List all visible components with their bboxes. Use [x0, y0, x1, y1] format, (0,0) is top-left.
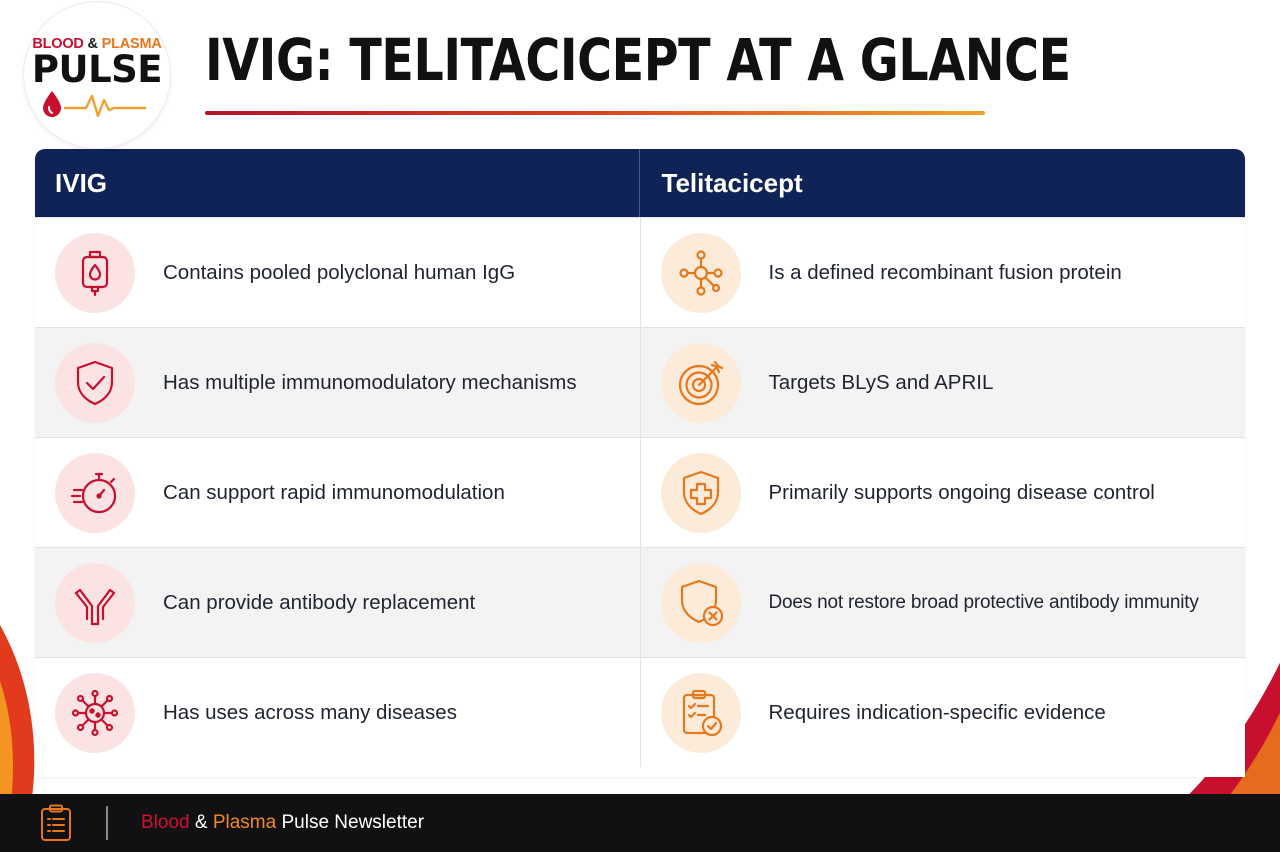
- page-title: IVIG: TELITACICEPT AT A GLANCE: [205, 26, 1071, 94]
- ivig-cell: Contains pooled polyclonal human IgG: [35, 218, 640, 327]
- telitacicept-cell: Is a defined recombinant fusion protein: [639, 218, 1246, 327]
- logo-word-blood: BLOOD: [32, 36, 84, 52]
- shield-plus-icon: [660, 452, 741, 533]
- table-header: IVIG Telitacicept: [35, 149, 1245, 217]
- ivig-cell: Can support rapid immunomodulation: [35, 438, 640, 547]
- telitacicept-cell: Does not restore broad protective antibo…: [639, 548, 1246, 657]
- telitacicept-row-4-text: Does not restore broad protective antibo…: [768, 591, 1199, 613]
- ivig-cell: Can provide antibody replacement: [35, 548, 640, 657]
- telitacicept-row-1-text: Is a defined recombinant fusion protein: [768, 260, 1122, 284]
- header-ivig: IVIG: [55, 167, 108, 198]
- left-swoosh-decoration: [0, 625, 35, 812]
- antibody-icon: [55, 562, 135, 643]
- target-icon: [660, 342, 741, 423]
- table-row: Can support rapid immunomodulation Prima…: [35, 437, 1245, 547]
- iv-bag-icon: [55, 232, 135, 313]
- logo-top-text: BLOOD & PLASMA: [24, 36, 170, 52]
- molecule-icon: [660, 232, 741, 313]
- ivig-row-2-text: Has multiple immunomodulatory mechanisms: [163, 370, 577, 394]
- footer-newsletter-name: Blood & Plasma Pulse Newsletter: [141, 812, 424, 834]
- table-row: Has uses across many diseases Requires i…: [35, 657, 1245, 767]
- footer-word-blood: Blood: [141, 812, 190, 833]
- telitacicept-row-3-text: Primarily supports ongoing disease contr…: [768, 480, 1155, 504]
- footer-divider: [106, 806, 108, 840]
- stopwatch-icon: [55, 452, 135, 533]
- footer-ampersand: &: [189, 812, 213, 833]
- table-row: Can provide antibody replacement Does no…: [35, 547, 1245, 657]
- title-underline: [205, 111, 985, 115]
- footer-bar: Blood & Plasma Pulse Newsletter: [0, 794, 1280, 852]
- comparison-table: IVIG Telitacicept Contains pooled polycl…: [35, 149, 1245, 777]
- ivig-row-5-text: Has uses across many diseases: [163, 700, 457, 724]
- ivig-row-1-text: Contains pooled polyclonal human IgG: [163, 260, 516, 284]
- blood-drop-pulse-icon: [43, 91, 146, 118]
- table-row: Has multiple immunomodulatory mechanisms…: [35, 327, 1245, 437]
- logo-ampersand: &: [83, 36, 102, 52]
- telitacicept-cell: Primarily supports ongoing disease contr…: [639, 438, 1246, 547]
- ivig-cell: Has uses across many diseases: [35, 658, 640, 767]
- telitacicept-row-2-text: Targets BLyS and APRIL: [768, 370, 994, 394]
- footer-rest-text: Pulse Newsletter: [276, 812, 425, 833]
- telitacicept-row-5-text: Requires indication-specific evidence: [768, 700, 1106, 724]
- logo-main-text: PULSE: [31, 48, 163, 91]
- clipboard-list-icon: [41, 804, 71, 841]
- table-row: Contains pooled polyclonal human IgG: [35, 217, 1245, 327]
- telitacicept-cell: Requires indication-specific evidence: [639, 658, 1246, 767]
- logo-word-plasma: PLASMA: [101, 36, 162, 52]
- ivig-row-4-text: Can provide antibody replacement: [163, 590, 476, 614]
- shield-check-icon: [55, 342, 135, 423]
- virus-icon: [55, 672, 135, 753]
- blood-plasma-pulse-logo: BLOOD & PLASMA PULSE: [24, 2, 170, 148]
- footer-word-plasma: Plasma: [212, 812, 277, 833]
- header-telitacicept: Telitacicept: [638, 149, 1246, 217]
- shield-x-icon: [660, 562, 741, 643]
- ivig-row-3-text: Can support rapid immunomodulation: [163, 480, 505, 504]
- ivig-cell: Has multiple immunomodulatory mechanisms: [35, 328, 640, 437]
- clipboard-check-icon: [660, 672, 741, 753]
- telitacicept-cell: Targets BLyS and APRIL: [639, 328, 1246, 437]
